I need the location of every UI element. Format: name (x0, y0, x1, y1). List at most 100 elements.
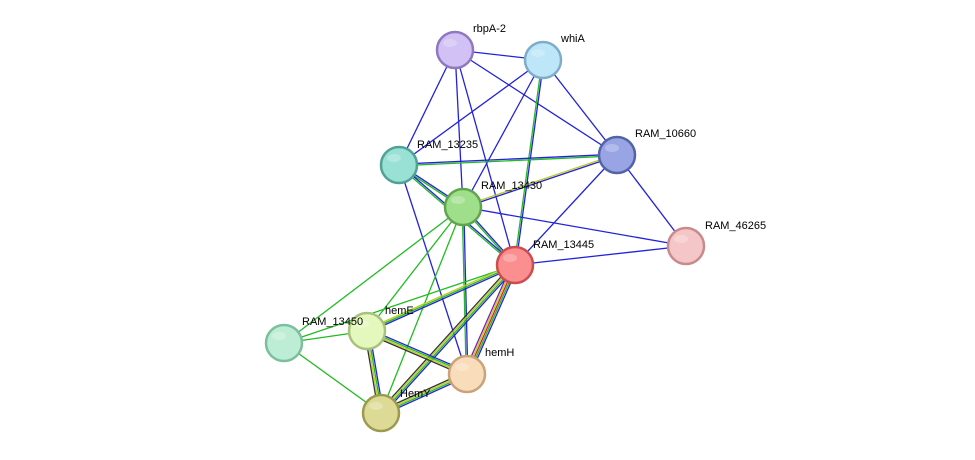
edge-whia-ram-13235[interactable] (398, 59, 544, 166)
node-circle[interactable] (495, 245, 535, 285)
edge-strand (366, 264, 516, 332)
nodes-layer (264, 30, 706, 433)
edge-strand (378, 262, 514, 412)
node-ram-13450[interactable] (264, 323, 304, 363)
node-highlight (369, 402, 383, 410)
edge-strand (283, 342, 382, 414)
edge-strand (462, 59, 544, 208)
node-hemh[interactable] (447, 354, 487, 394)
edge-strand (382, 266, 518, 416)
node-highlight (387, 154, 401, 162)
node-label-ram-13235: RAM_13235 (417, 139, 478, 151)
node-rbpa-2[interactable] (435, 30, 475, 70)
node-whia[interactable] (523, 40, 563, 80)
node-highlight (531, 49, 545, 57)
edge-ram-13430-ram-13450[interactable] (283, 206, 464, 344)
edge-strand (462, 206, 687, 247)
edge-strand (454, 49, 516, 266)
node-label-heme: hemE (385, 305, 414, 317)
node-label-ram-13430: RAM_13430 (481, 180, 542, 192)
edge-strand (366, 206, 464, 332)
node-circle[interactable] (443, 187, 483, 227)
edge-ram-13445-ram-13450[interactable] (283, 264, 516, 344)
edge-strand (366, 262, 515, 331)
node-ram-13445[interactable] (495, 245, 535, 285)
edge-ram-10660-ram-13445[interactable] (514, 154, 618, 266)
node-ram-13235[interactable] (379, 145, 419, 185)
node-label-ram-13450: RAM_13450 (302, 316, 363, 328)
node-circle[interactable] (435, 30, 475, 70)
node-hemy[interactable] (361, 393, 401, 433)
edge-strand (467, 265, 518, 375)
node-label-hemy: HemY (400, 388, 431, 400)
edge-strand (514, 245, 687, 266)
node-label-ram-10660: RAM_10660 (635, 128, 696, 140)
node-label-ram-13445: RAM_13445 (533, 239, 594, 251)
edge-ram-13445-hemy[interactable] (378, 262, 518, 416)
edge-strand (464, 264, 515, 374)
edge-ram-13430-hemy[interactable] (380, 206, 464, 414)
edge-ram-13430-ram-46265[interactable] (462, 206, 687, 247)
node-highlight (443, 39, 457, 47)
node-circle[interactable] (666, 226, 706, 266)
node-highlight (674, 235, 688, 243)
node-circle[interactable] (379, 145, 419, 185)
node-circle[interactable] (523, 40, 563, 80)
edge-ram-13445-ram-46265[interactable] (514, 245, 687, 266)
edge-ram-13235-hemh[interactable] (398, 164, 468, 375)
edge-ram-10660-ram-13430[interactable] (462, 153, 618, 209)
edge-strand (367, 265, 516, 334)
edge-strand (380, 206, 464, 414)
edge-strand (398, 164, 468, 375)
edge-strand (398, 59, 544, 166)
edge-rbpa-2-ram-13445[interactable] (454, 49, 516, 266)
node-highlight (355, 320, 369, 328)
node-ram-10660[interactable] (597, 135, 637, 175)
node-ram-13430[interactable] (443, 187, 483, 227)
node-label-whia: whiA (560, 33, 586, 45)
edge-strand (463, 206, 469, 374)
node-highlight (451, 196, 465, 204)
labels-layer: rbpA-2 whiA RAM_13235 RAM_10660RAM_13430RAM… (302, 23, 766, 400)
edge-whia-ram-13430[interactable] (462, 59, 544, 208)
node-highlight (272, 332, 286, 340)
node-circle[interactable] (447, 354, 487, 394)
edge-whia-ram-13445[interactable] (513, 59, 545, 266)
edge-ram-13430-hemh[interactable] (461, 206, 469, 375)
edge-strand (513, 59, 543, 265)
edge-ram-13445-heme[interactable] (366, 262, 516, 334)
edge-ram-13430-heme[interactable] (366, 206, 464, 332)
node-ram-46265[interactable] (666, 226, 706, 266)
edge-strand (381, 265, 517, 414)
edge-strand (398, 153, 617, 165)
node-circle[interactable] (597, 135, 637, 175)
edge-strand (461, 207, 467, 375)
edge-strand (379, 264, 515, 413)
edge-strand (283, 206, 464, 344)
edge-strand (462, 153, 617, 207)
edge-rbpa-2-ram-13235[interactable] (398, 49, 456, 166)
edge-ram-13235-ram-10660[interactable] (398, 153, 618, 167)
node-label-rbpa-2: rbpA-2 (473, 23, 506, 35)
edge-strand (398, 49, 456, 166)
node-circle[interactable] (264, 323, 304, 363)
edge-strand (463, 155, 618, 209)
edge-rbpa-2-ram-13430[interactable] (454, 49, 464, 208)
node-highlight (605, 144, 619, 152)
edge-strand (463, 263, 513, 373)
edge-strand (283, 264, 516, 344)
edge-strand (469, 266, 519, 376)
node-heme[interactable] (347, 311, 387, 351)
node-circle[interactable] (361, 393, 401, 433)
node-label-ram-46265: RAM_46265 (705, 220, 766, 232)
edge-ram-13450-hemy[interactable] (283, 342, 382, 414)
node-circle[interactable] (347, 311, 387, 351)
node-highlight (455, 363, 469, 371)
node-highlight (503, 254, 517, 262)
edge-ram-13445-hemh[interactable] (463, 263, 519, 376)
edge-strand (454, 49, 464, 208)
edge-whia-ram-10660[interactable] (542, 59, 618, 156)
edges-layer (283, 49, 687, 416)
